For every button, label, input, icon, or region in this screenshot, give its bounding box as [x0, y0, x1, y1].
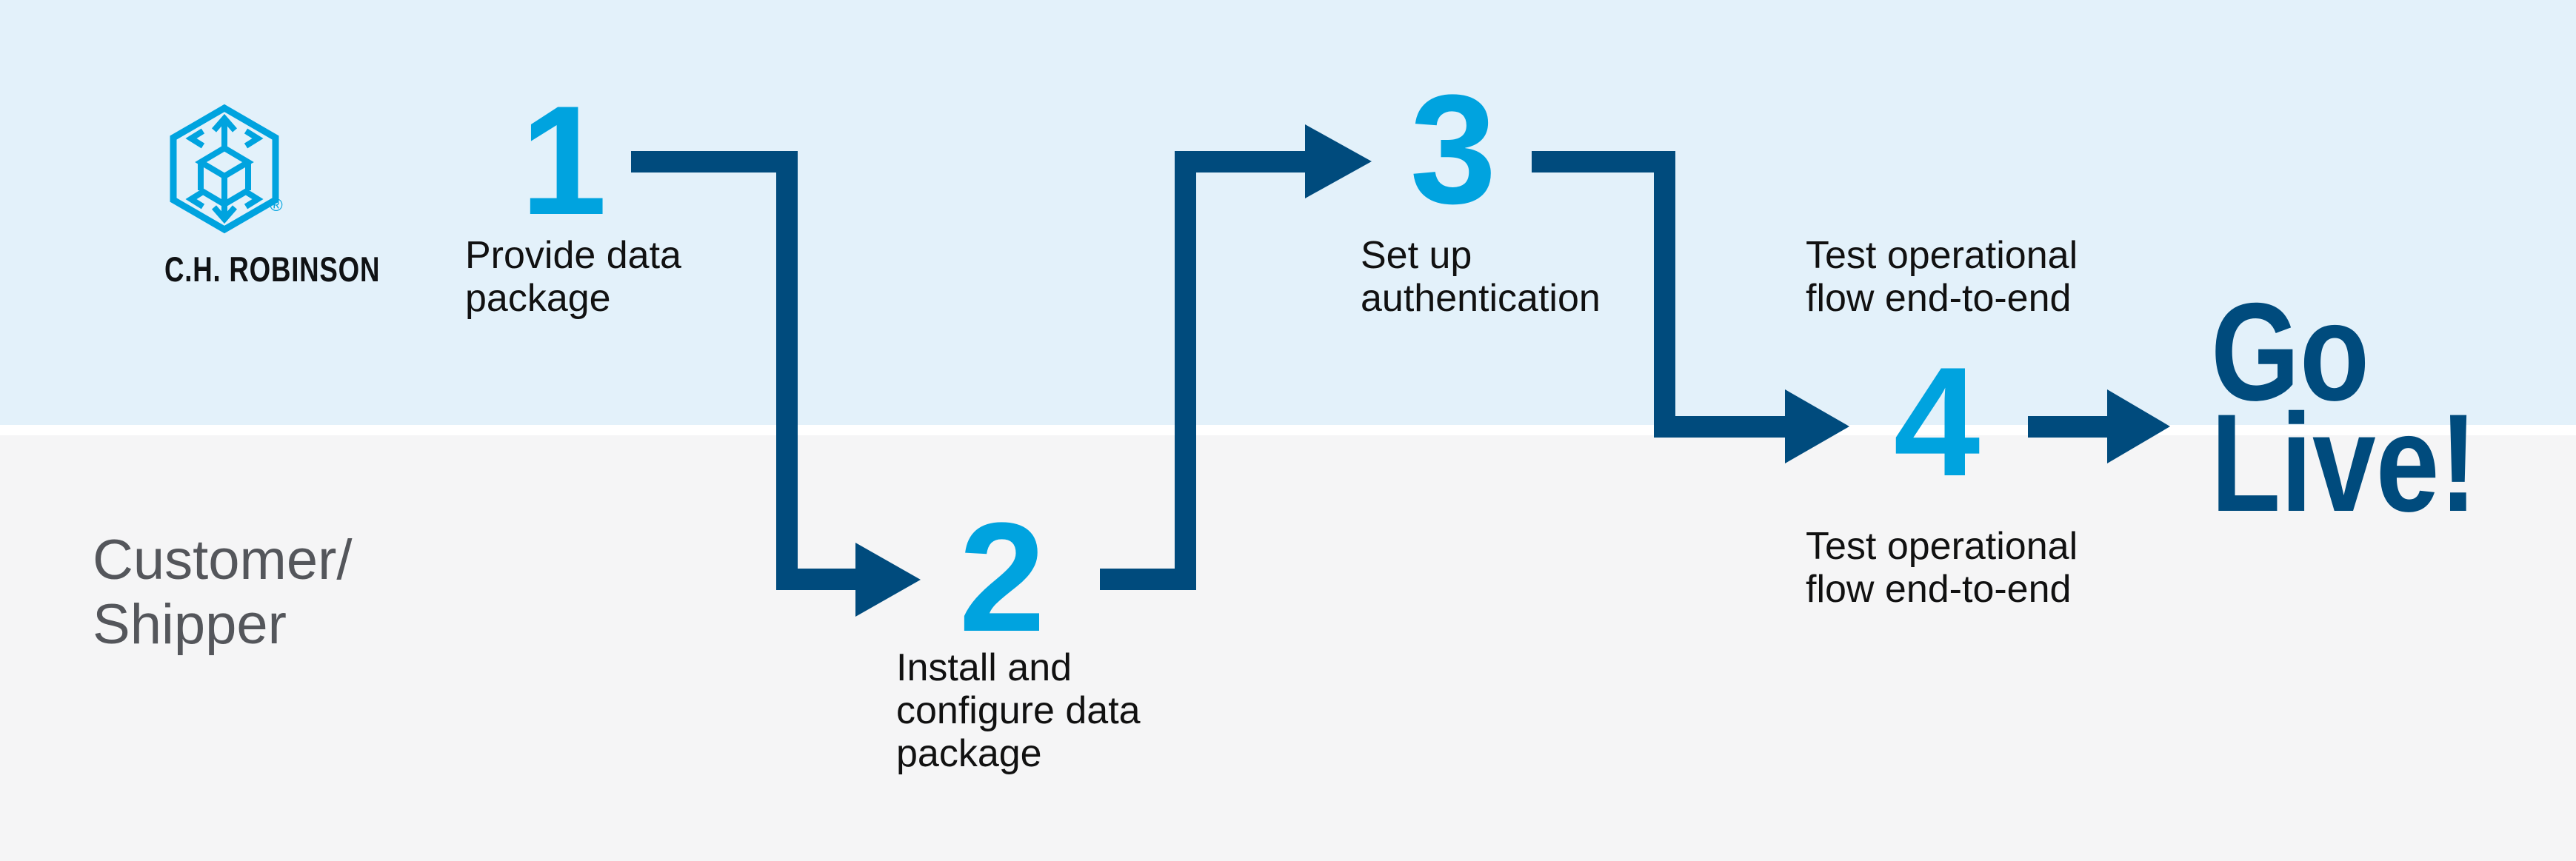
go-live-text: Go Live!	[2211, 274, 2477, 540]
step3-label: Set up authentication	[1361, 234, 1601, 320]
arrowhead-into-step4-icon	[1785, 389, 1849, 463]
step4-label-bottom-line1: Test operational	[1806, 525, 2078, 568]
lane-customer-shipper	[0, 435, 2576, 861]
chrobinson-cube-arrows-logo-icon	[170, 104, 279, 234]
go-live-line2: Live!	[2211, 385, 2477, 540]
lane-label-line2: Shipper	[93, 593, 287, 656]
step4-label-top-line2: flow end-to-end	[1806, 277, 2072, 320]
arrowhead-into-step3-icon	[1305, 124, 1372, 198]
arrowhead-into-golive-icon	[2107, 389, 2170, 463]
step4-label-top: Test operational flow end-to-end	[1806, 234, 2078, 320]
step4-label-bottom-line2: flow end-to-end	[1806, 568, 2072, 611]
step-number-4: 4	[1893, 335, 1981, 509]
lane-divider	[0, 425, 2576, 435]
step4-label-bottom: Test operational flow end-to-end	[1806, 525, 2078, 611]
registered-trademark-icon: ®	[270, 195, 283, 215]
lane-label-customer-shipper: Customer/ Shipper	[93, 528, 353, 657]
step2-label-line2: configure data	[896, 689, 1141, 732]
step3-label-line2: authentication	[1361, 277, 1601, 320]
step1-label-line2: package	[465, 277, 611, 320]
step-number-3: 3	[1409, 62, 1497, 236]
arrow-path-step2-to-step3	[1100, 151, 1307, 590]
lane-label-line1: Customer/	[93, 529, 353, 592]
step2-label: Install and configure data package	[896, 646, 1141, 775]
step4-label-top-line1: Test operational	[1806, 234, 2078, 277]
lane-chrobinson	[0, 0, 2576, 426]
brand-wordmark: C.H. ROBINSON	[164, 249, 381, 289]
step-number-1: 1	[520, 73, 607, 247]
arrow-path-step1-to-step2	[631, 151, 858, 590]
go-live-line1: Go	[2211, 274, 2370, 429]
step-number-2: 2	[958, 490, 1046, 664]
step3-label-line1: Set up	[1361, 234, 1472, 277]
arrow-path-step3-to-step4	[1532, 151, 1787, 438]
step2-label-line1: Install and	[896, 646, 1072, 689]
step2-label-line3: package	[896, 732, 1042, 775]
step1-label: Provide data package	[465, 234, 681, 320]
step1-label-line1: Provide data	[465, 234, 681, 277]
arrowhead-into-step2-icon	[855, 543, 921, 617]
